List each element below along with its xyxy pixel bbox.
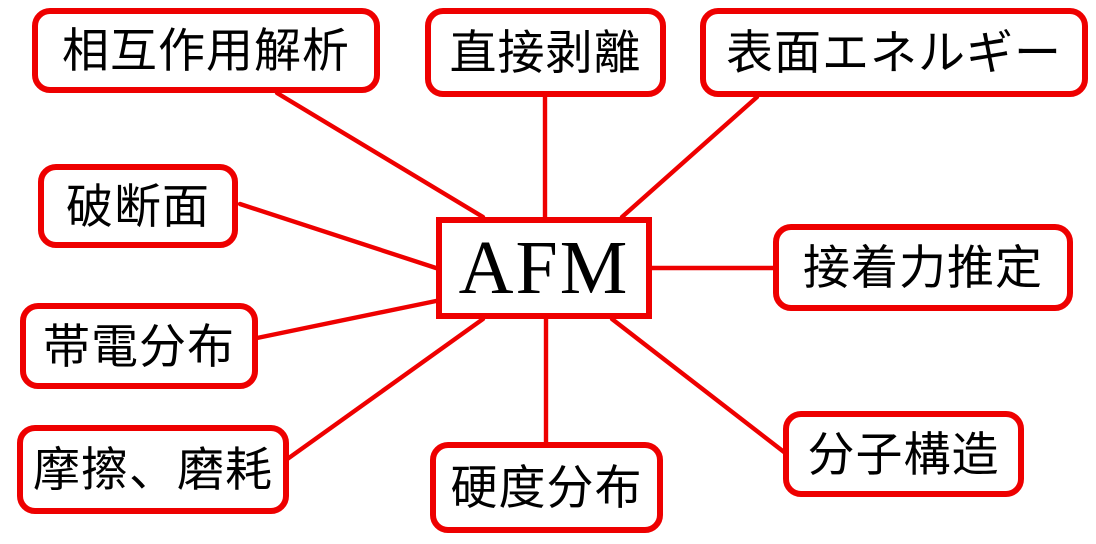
connector-molecular-structure — [609, 316, 787, 455]
node-surface-energy: 表面エネルギー — [700, 8, 1088, 97]
connector-interaction-analysis — [274, 90, 486, 220]
node-interaction-analysis: 相互作用解析 — [32, 8, 380, 93]
node-charge-distribution: 帯電分布 — [20, 303, 258, 389]
node-label: 表面エネルギー — [726, 26, 1062, 79]
connector-friction-wear — [283, 316, 486, 463]
node-direct-peeling: 直接剥離 — [425, 8, 666, 97]
node-hardness-distribution: 硬度分布 — [430, 442, 663, 533]
node-molecular-structure: 分子構造 — [783, 411, 1024, 497]
connector-fracture-surface — [237, 201, 439, 271]
node-label: 硬度分布 — [450, 461, 643, 514]
node-friction-wear: 摩擦、磨耗 — [17, 425, 289, 514]
connector-surface-energy — [619, 94, 760, 220]
node-label: 分子構造 — [807, 427, 1000, 481]
connector-charge-distribution — [254, 298, 439, 341]
node-label: 摩擦、磨耗 — [33, 443, 273, 496]
node-fracture-surface: 破断面 — [38, 164, 238, 248]
center-node-afm: AFM — [436, 217, 652, 319]
node-label: 接着力推定 — [803, 241, 1043, 294]
center-node-label: AFM — [458, 226, 630, 310]
node-label: 直接剥離 — [449, 26, 642, 79]
node-label: 帯電分布 — [43, 319, 235, 373]
node-adhesion-estimation: 接着力推定 — [773, 224, 1073, 311]
node-label: 破断面 — [66, 179, 210, 233]
node-label: 相互作用解析 — [62, 24, 350, 77]
